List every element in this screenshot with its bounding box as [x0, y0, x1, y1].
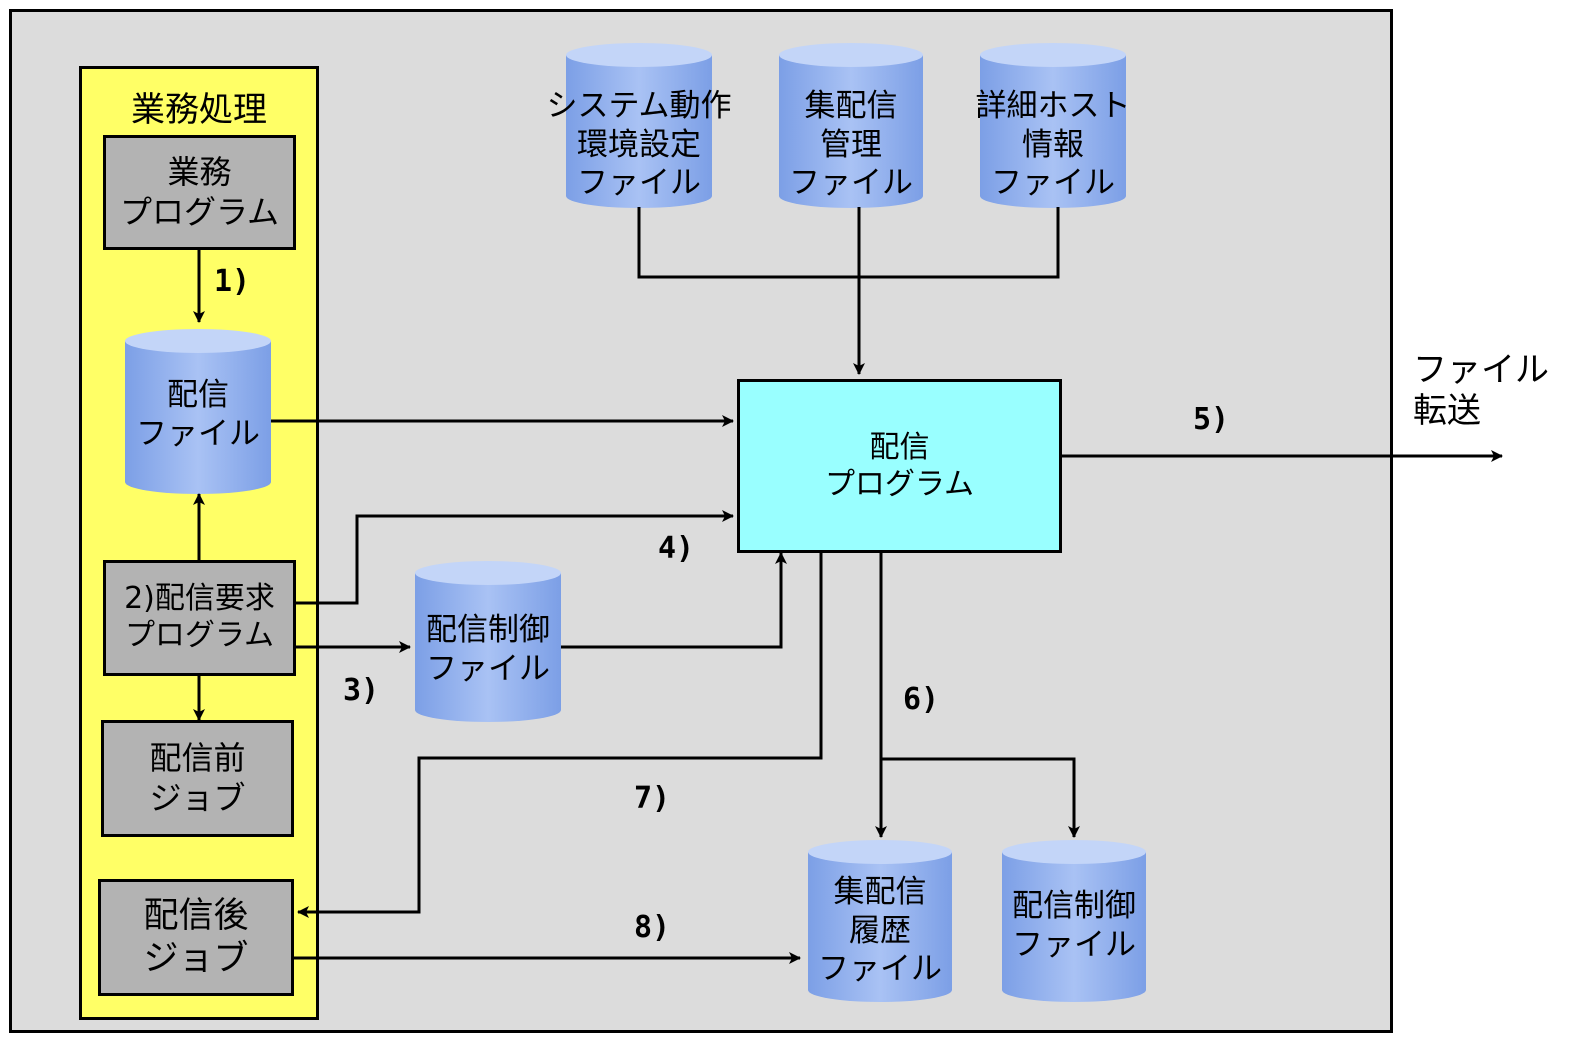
cylinder-delivery-file [125, 329, 271, 494]
business-program-box: 業務 プログラム [103, 135, 296, 250]
cylinder-history-file [808, 840, 952, 1002]
step-label-8: 8) [634, 910, 671, 945]
arrow-step-4 [295, 510, 734, 605]
cylinder-control-file-1 [415, 561, 561, 722]
arrow-step-7 [297, 552, 823, 918]
panel-title: 業務処理 [131, 90, 267, 130]
pre-job-box: 配信前 ジョブ [101, 720, 294, 837]
delivery-program-box: 配信 プログラム [737, 379, 1062, 553]
step-label-5: 5) [1193, 402, 1230, 437]
file-transfer-label: ファイル 転送 [1413, 350, 1549, 431]
connector-config-files [637, 207, 1060, 279]
pre-job-label: 配信前 ジョブ [149, 739, 246, 817]
request-program-label: 2)配信要求 プログラム [124, 581, 275, 653]
step-label-7: 7) [634, 781, 671, 816]
post-job-box: 配信後 ジョブ [98, 879, 294, 996]
arrow-control-file-to-program [561, 552, 787, 649]
step-label-4: 4) [658, 531, 695, 566]
cylinder-host-info-file [980, 43, 1126, 208]
step-label-3: 3) [343, 673, 380, 708]
cylinder-collect-mgmt-file [779, 43, 923, 208]
delivery-program-label: 配信 プログラム [824, 429, 975, 503]
business-program-label: 業務 プログラム [119, 153, 280, 231]
step-label-1: 1) [214, 264, 251, 299]
post-job-label: 配信後 ジョブ [143, 895, 249, 979]
arrow-step-6-branch [881, 757, 1080, 838]
request-program-box: 2)配信要求 プログラム [103, 560, 296, 676]
cylinder-control-file-2 [1002, 840, 1146, 1002]
cylinder-system-env-file [566, 43, 712, 208]
step-label-6: 6) [903, 682, 940, 717]
